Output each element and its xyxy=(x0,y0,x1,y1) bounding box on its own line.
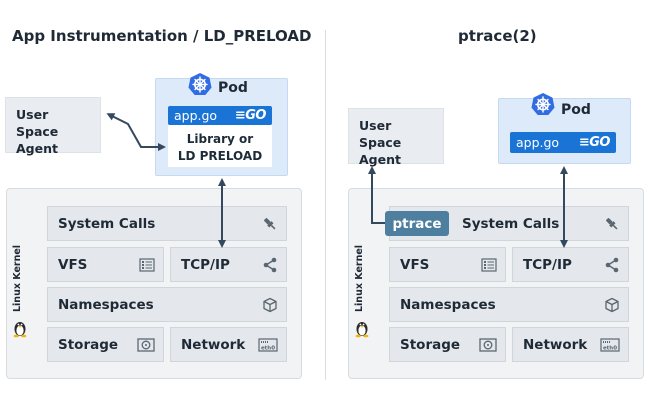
share-icon xyxy=(263,257,277,272)
app-name-right: app.go xyxy=(516,135,560,150)
linux-tux-icon xyxy=(13,322,27,338)
ethernet-icon-right: eth0 xyxy=(600,337,620,352)
namespaces-row-right: Namespaces xyxy=(389,287,629,322)
list-icon xyxy=(139,257,155,272)
linux-tux-icon-right xyxy=(355,322,369,338)
eth0-text-right: eth0 xyxy=(603,345,617,351)
agent-line-1: User Space xyxy=(16,107,59,139)
vfs-row: VFS xyxy=(47,247,164,282)
storage-label-right: Storage xyxy=(400,336,461,353)
tcpip-label: TCP/IP xyxy=(181,256,230,273)
agent-line-2: Agent xyxy=(16,141,58,156)
system-calls-label-right: System Calls xyxy=(462,215,560,232)
ptrace-label: ptrace xyxy=(392,215,442,232)
cube-icon-right xyxy=(605,297,619,312)
ptrace-box: ptrace xyxy=(385,211,449,236)
disk-icon-right xyxy=(479,337,497,352)
linux-kernel-label-right: Linux Kernel xyxy=(354,244,365,312)
network-row-right: Network eth0 xyxy=(512,327,629,362)
linux-kernel-label: Linux Kernel xyxy=(12,244,23,312)
list-icon-right xyxy=(481,257,497,272)
kubernetes-icon xyxy=(188,73,212,95)
network-row: Network eth0 xyxy=(170,327,287,362)
namespaces-row: Namespaces xyxy=(47,287,287,322)
app-name: app.go xyxy=(174,108,218,123)
disk-icon xyxy=(137,337,155,352)
agent-line-1-right: User Space xyxy=(359,118,402,150)
system-calls-label: System Calls xyxy=(58,215,156,232)
tcpip-row: TCP/IP xyxy=(170,247,287,282)
kubernetes-icon-right xyxy=(531,93,555,115)
tcpip-label-right: TCP/IP xyxy=(523,256,572,273)
storage-label: Storage xyxy=(58,336,119,353)
share-icon-right xyxy=(605,257,619,272)
tcpip-row-right: TCP/IP xyxy=(512,247,629,282)
vfs-label: VFS xyxy=(58,256,88,273)
go-logo-right: ≡GO xyxy=(578,135,611,150)
user-space-agent: User Space Agent xyxy=(5,97,101,156)
system-calls-row: System Calls xyxy=(47,206,287,241)
namespaces-label-right: Namespaces xyxy=(400,296,496,313)
vfs-row-right: VFS xyxy=(389,247,506,282)
network-label: Network xyxy=(181,336,246,353)
pod-label: Pod xyxy=(218,80,248,96)
user-space-agent-right: User Space Agent xyxy=(348,108,444,167)
library-line-2: LD PRELOAD xyxy=(177,149,263,163)
cube-icon xyxy=(263,297,277,312)
ethernet-icon: eth0 xyxy=(258,337,278,352)
pod-container-right xyxy=(498,98,631,164)
eth0-text: eth0 xyxy=(261,345,275,351)
go-logo: ≡GO xyxy=(234,108,267,123)
vfs-label-right: VFS xyxy=(400,256,430,273)
agent-line-2-right: Agent xyxy=(359,152,401,167)
library-box: Library or LD PRELOAD xyxy=(168,125,272,167)
plug-icon xyxy=(264,217,276,230)
library-line-1: Library or xyxy=(186,132,254,146)
network-label-right: Network xyxy=(523,336,588,353)
right-title: ptrace(2) xyxy=(458,27,537,45)
left-title: App Instrumentation / LD_PRELOAD xyxy=(12,27,312,45)
plug-icon-right xyxy=(606,217,618,230)
storage-row: Storage xyxy=(47,327,164,362)
pod-label-right: Pod xyxy=(561,102,591,118)
divider xyxy=(325,30,326,380)
namespaces-label: Namespaces xyxy=(58,296,154,313)
storage-row-right: Storage xyxy=(389,327,506,362)
app-go-bar-right: app.go ≡GO xyxy=(510,132,616,153)
app-go-bar: app.go ≡GO xyxy=(168,106,272,125)
